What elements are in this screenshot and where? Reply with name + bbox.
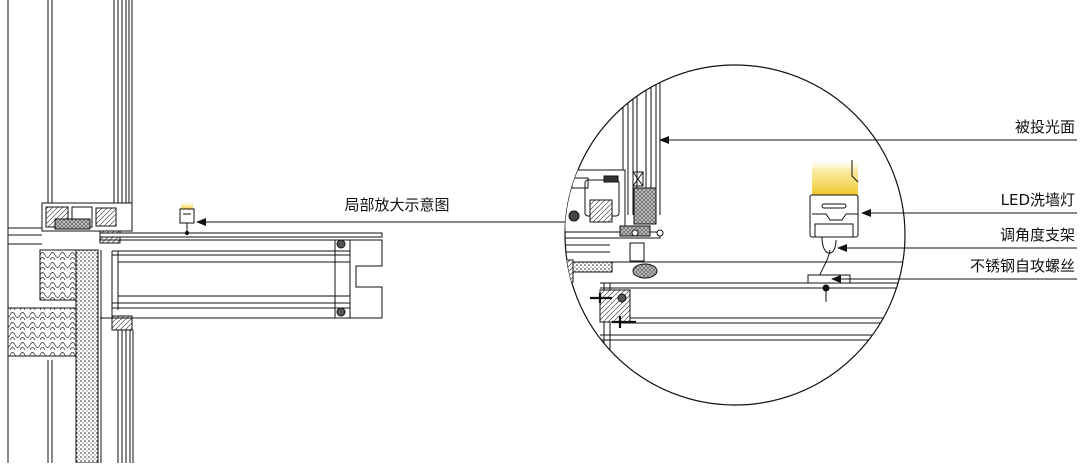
detail-gasket bbox=[632, 263, 658, 279]
canopy-beam bbox=[99, 232, 383, 319]
floor-slab bbox=[8, 227, 42, 245]
detail-transom bbox=[565, 169, 664, 262]
magnified-detail bbox=[564, 64, 906, 406]
light-fixture-small bbox=[179, 201, 195, 236]
upper-mullion bbox=[113, 0, 133, 215]
detail-callout-label: 局部放大示意图 bbox=[344, 196, 449, 214]
screw-label: 不锈钢自攻螺丝 bbox=[970, 257, 1075, 275]
surface-label: 被投光面 bbox=[1015, 118, 1075, 136]
lower-mullion bbox=[111, 315, 134, 463]
transom-profile bbox=[41, 202, 133, 244]
bracket-label: 调角度支架 bbox=[1000, 226, 1075, 244]
fireproof-board bbox=[75, 249, 99, 464]
detail-led-washer bbox=[807, 160, 859, 302]
overall-section-view bbox=[7, 0, 383, 464]
led-washer-label: LED洗墙灯 bbox=[1001, 191, 1075, 209]
